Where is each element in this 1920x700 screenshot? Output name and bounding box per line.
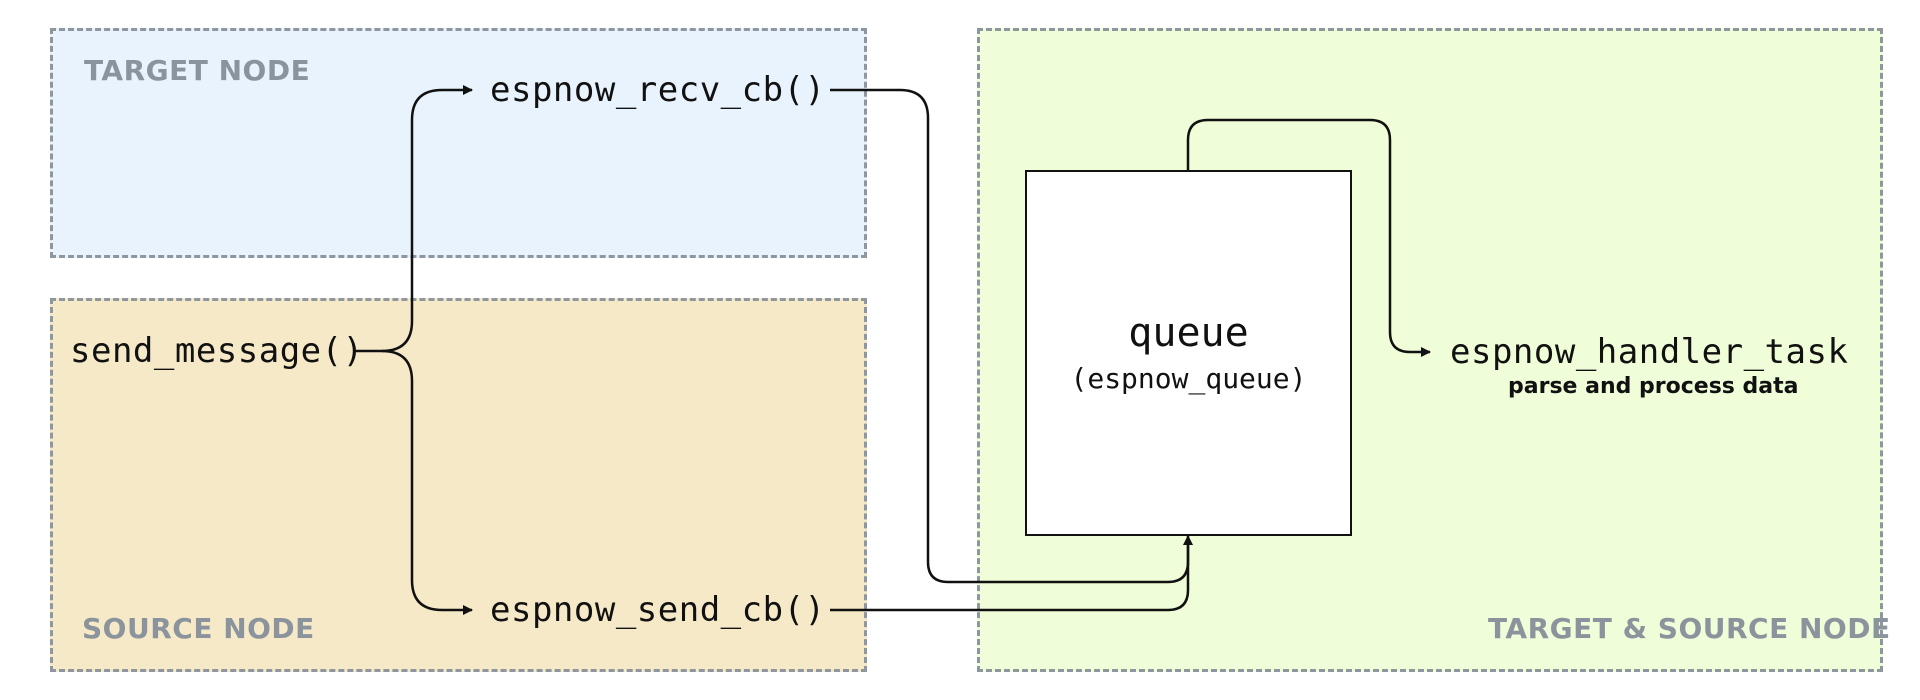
target-node-label: TARGET NODE	[84, 54, 311, 87]
queue-title: queue	[1128, 310, 1249, 356]
shared-node-label: TARGET & SOURCE NODE	[1488, 612, 1891, 645]
recv-cb-node: espnow_recv_cb()	[490, 70, 826, 110]
target-node-zone	[50, 28, 867, 258]
send-cb-node: espnow_send_cb()	[490, 590, 826, 630]
edge-queue-to-handler	[1186, 118, 1431, 357]
queue-box: queue (espnow_queue)	[1025, 170, 1352, 536]
source-node-label: SOURCE NODE	[82, 612, 315, 645]
edge-send-message-to-send-cb	[381, 349, 473, 615]
queue-subtitle: (espnow_queue)	[1070, 362, 1307, 395]
edge-recv-cb-to-queue	[830, 88, 1193, 584]
edge-send-cb-to-queue	[830, 540, 1190, 612]
handler-task-note: parse and process data	[1508, 374, 1799, 399]
send-message-node: send_message()	[70, 331, 364, 371]
edge-send-message-to-recv-cb	[354, 85, 473, 353]
handler-task-node: espnow_handler_task	[1450, 332, 1849, 372]
